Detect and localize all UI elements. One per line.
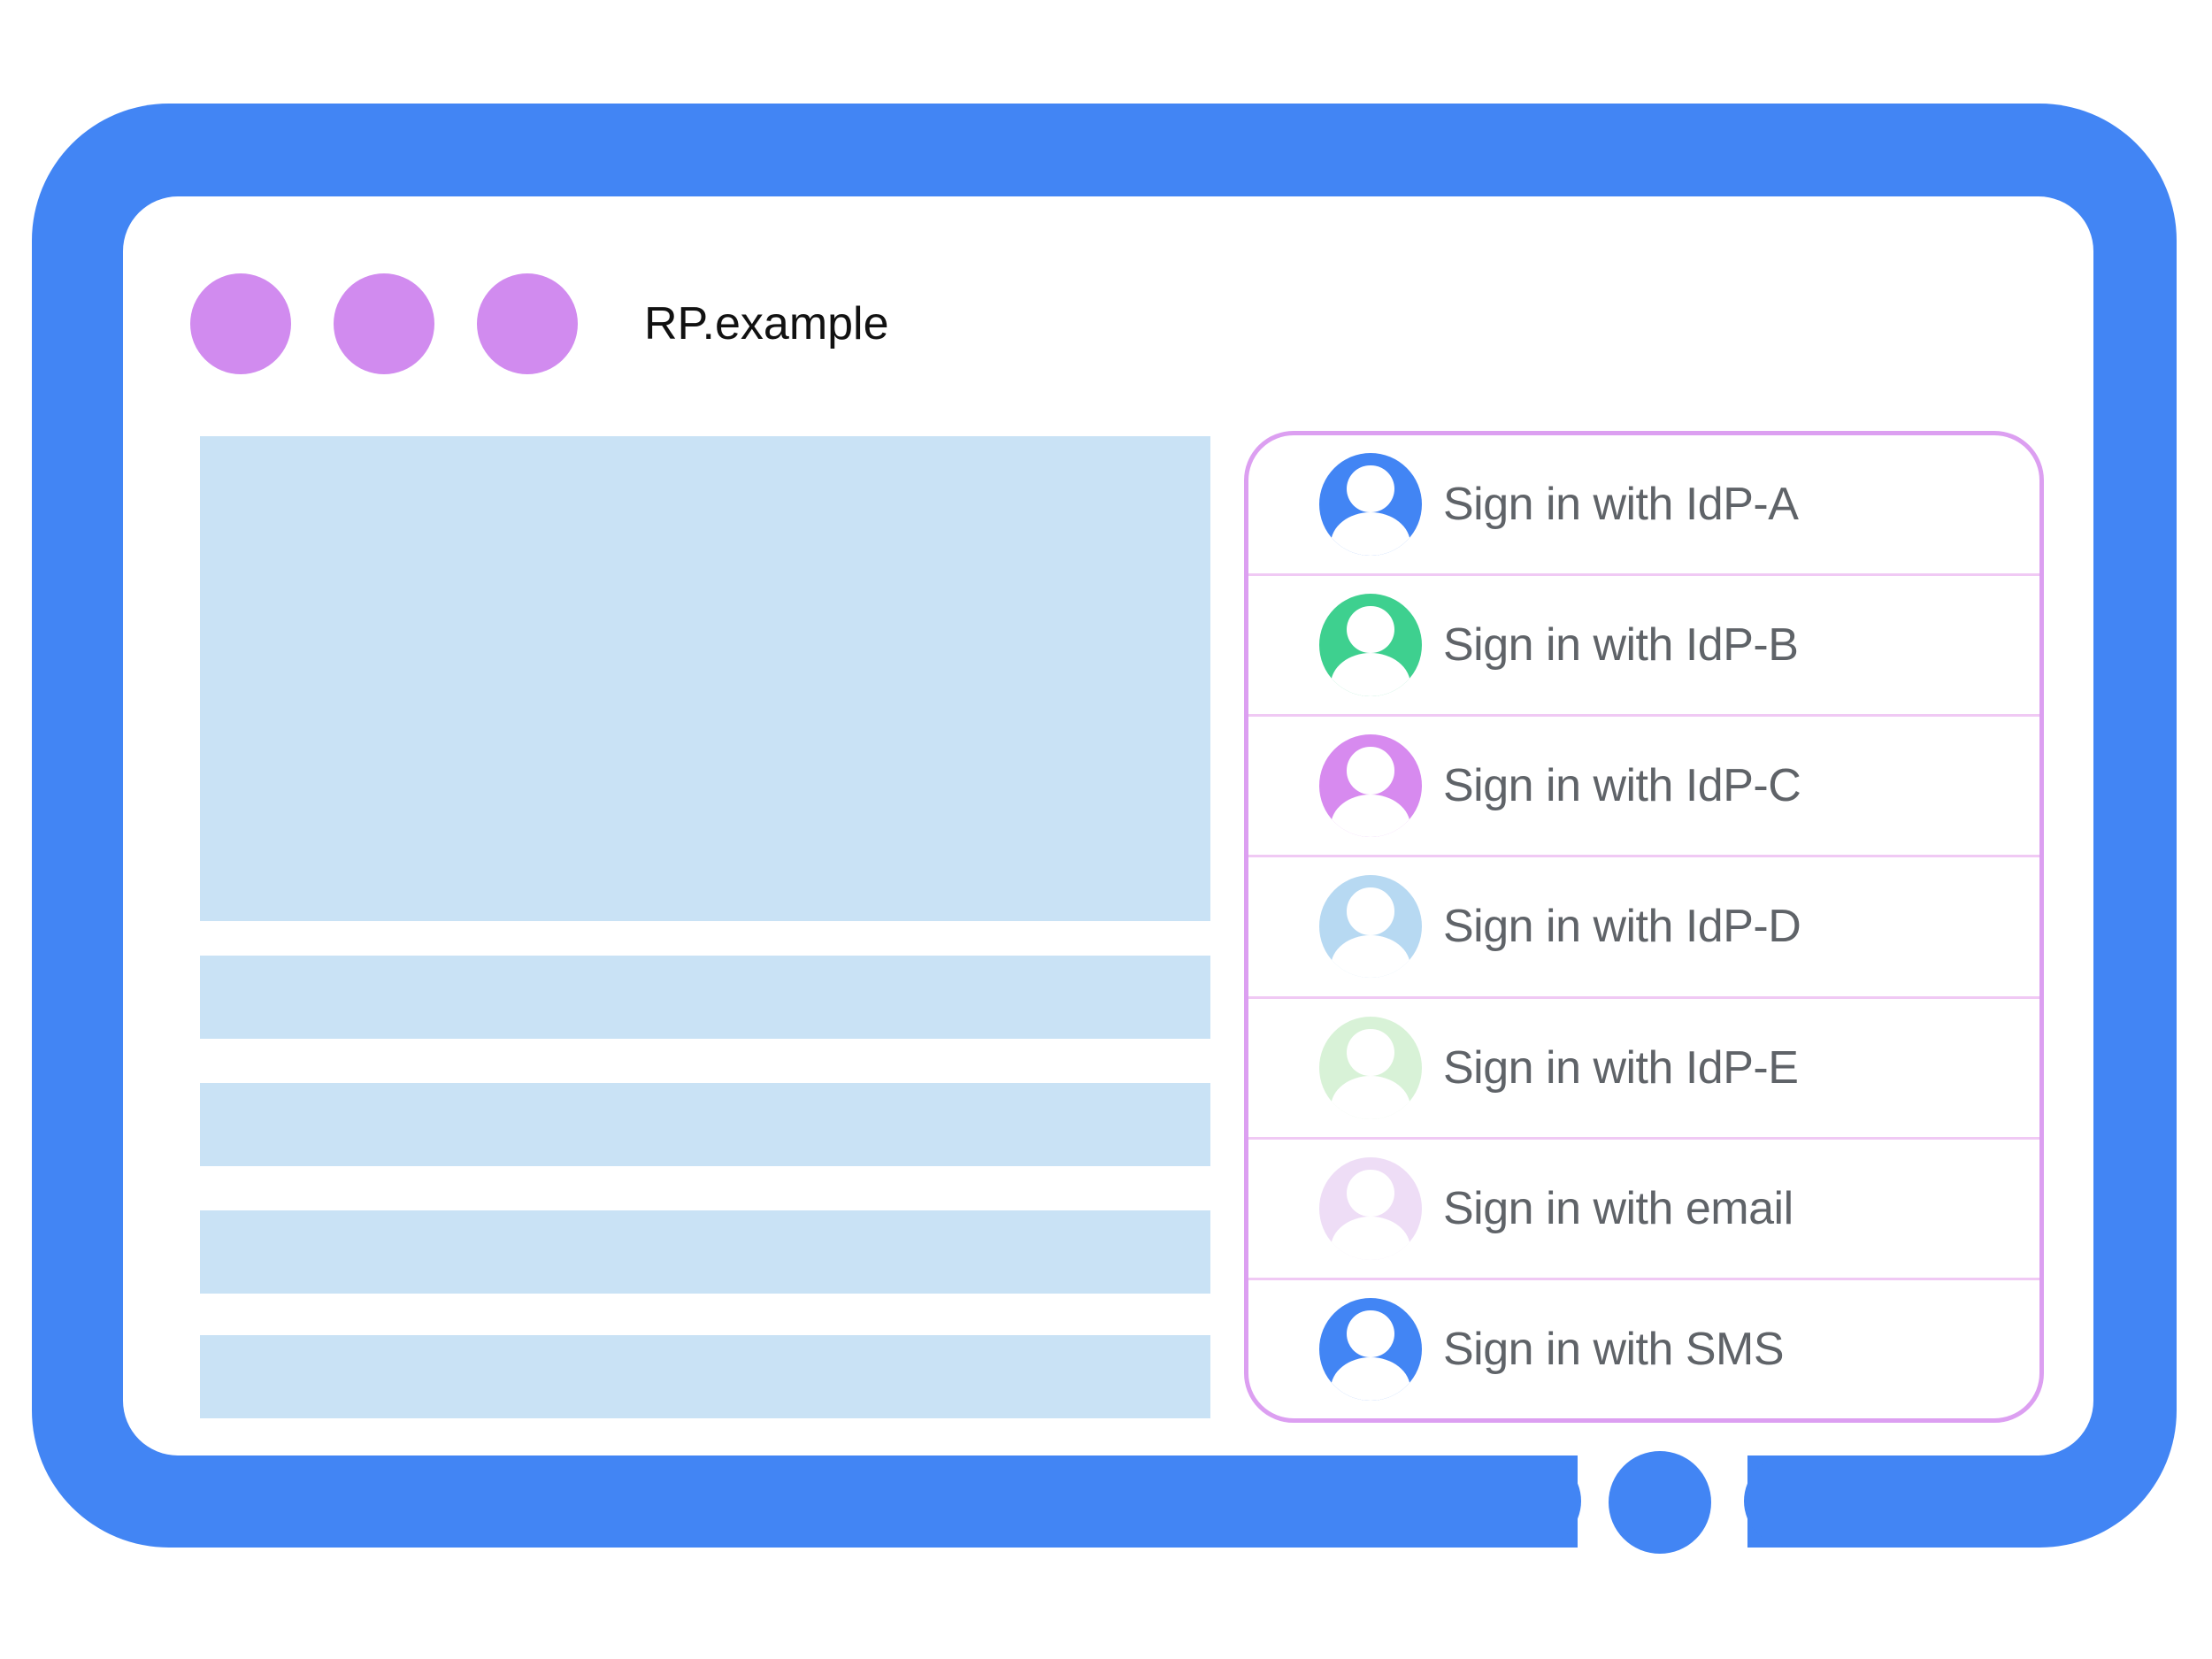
person-head-shape (1347, 1028, 1394, 1076)
person-torso-shape (1330, 934, 1411, 979)
person-torso-shape (1330, 1357, 1411, 1401)
person-head-shape (1347, 465, 1394, 513)
signin-row[interactable]: Sign in with IdP-C (1248, 714, 2039, 855)
signin-dialog: Sign in with IdP-A Sign in with IdP-B Sign… (1244, 431, 2044, 1423)
person-torso-shape (1330, 1217, 1411, 1260)
window-dot-icon (190, 273, 291, 374)
signin-row-label: Sign in with IdP-C (1443, 760, 1801, 812)
person-torso-shape (1330, 1075, 1411, 1119)
content-placeholder-bar (200, 1335, 1210, 1418)
home-button-icon[interactable] (1609, 1451, 1711, 1554)
person-head-shape (1347, 1169, 1394, 1217)
signin-row[interactable]: Sign in with IdP-D (1248, 855, 2039, 995)
signin-row[interactable]: Sign in with email (1248, 1136, 2039, 1278)
signin-row-label: Sign in with IdP-B (1443, 619, 1799, 672)
person-torso-shape (1330, 512, 1411, 557)
signin-row[interactable]: Sign in with IdP-E (1248, 995, 2039, 1137)
page-title: RP.example (644, 298, 889, 349)
signin-row[interactable]: Sign in with SMS (1248, 1277, 2039, 1418)
content-placeholder-hero (200, 436, 1210, 921)
person-icon (1319, 1156, 1422, 1260)
signin-row-label: Sign in with SMS (1443, 1323, 1785, 1375)
person-icon (1319, 734, 1422, 838)
signin-row-label: Sign in with IdP-A (1443, 479, 1799, 531)
signin-row-label: Sign in with email (1443, 1182, 1793, 1234)
person-torso-shape (1330, 794, 1411, 838)
person-torso-shape (1330, 653, 1411, 697)
person-head-shape (1347, 887, 1394, 935)
window-dot-icon (334, 273, 434, 374)
signin-row-label: Sign in with IdP-E (1443, 1041, 1799, 1094)
signin-row-label: Sign in with IdP-D (1443, 901, 1801, 953)
person-icon (1319, 875, 1422, 979)
person-icon (1319, 1016, 1422, 1119)
content-placeholder-bar (200, 1210, 1210, 1294)
person-icon (1319, 453, 1422, 557)
signin-row[interactable]: Sign in with IdP-A (1248, 435, 2039, 573)
window-dot-icon (477, 273, 578, 374)
person-icon (1319, 594, 1422, 697)
person-head-shape (1347, 747, 1394, 795)
content-placeholder-bar (200, 1083, 1210, 1166)
person-icon (1319, 1297, 1422, 1401)
signin-row[interactable]: Sign in with IdP-B (1248, 573, 2039, 714)
person-head-shape (1347, 606, 1394, 654)
person-head-shape (1347, 1310, 1394, 1358)
content-placeholder-bar (200, 956, 1210, 1039)
